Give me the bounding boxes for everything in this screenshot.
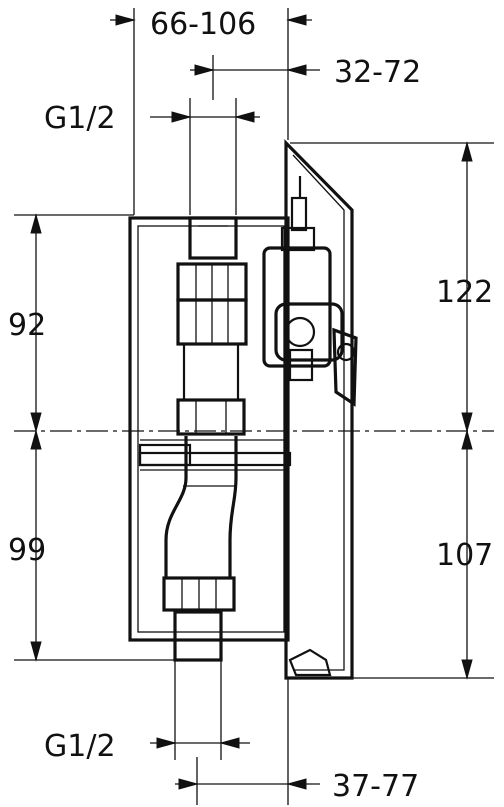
dimension-lines: [14, 8, 494, 805]
valve-mechanism: [262, 176, 358, 407]
dim-label-left-upper: 92: [8, 308, 46, 343]
pipe-assembly: [138, 216, 248, 662]
dim-label-bottom-thread: G1/2: [44, 729, 116, 764]
dim-label-bottom-offset: 37-77: [332, 769, 419, 804]
dim-label-left-lower: 99: [8, 533, 46, 568]
dim-label-top-thread: G1/2: [44, 101, 116, 136]
dim-label-right-lower: 107: [436, 538, 493, 573]
dim-label-top-offset: 32-72: [334, 55, 421, 90]
dim-label-top-width: 66-106: [150, 7, 256, 42]
cover-plate: [284, 139, 354, 680]
dim-label-right-upper: 122: [436, 275, 493, 310]
